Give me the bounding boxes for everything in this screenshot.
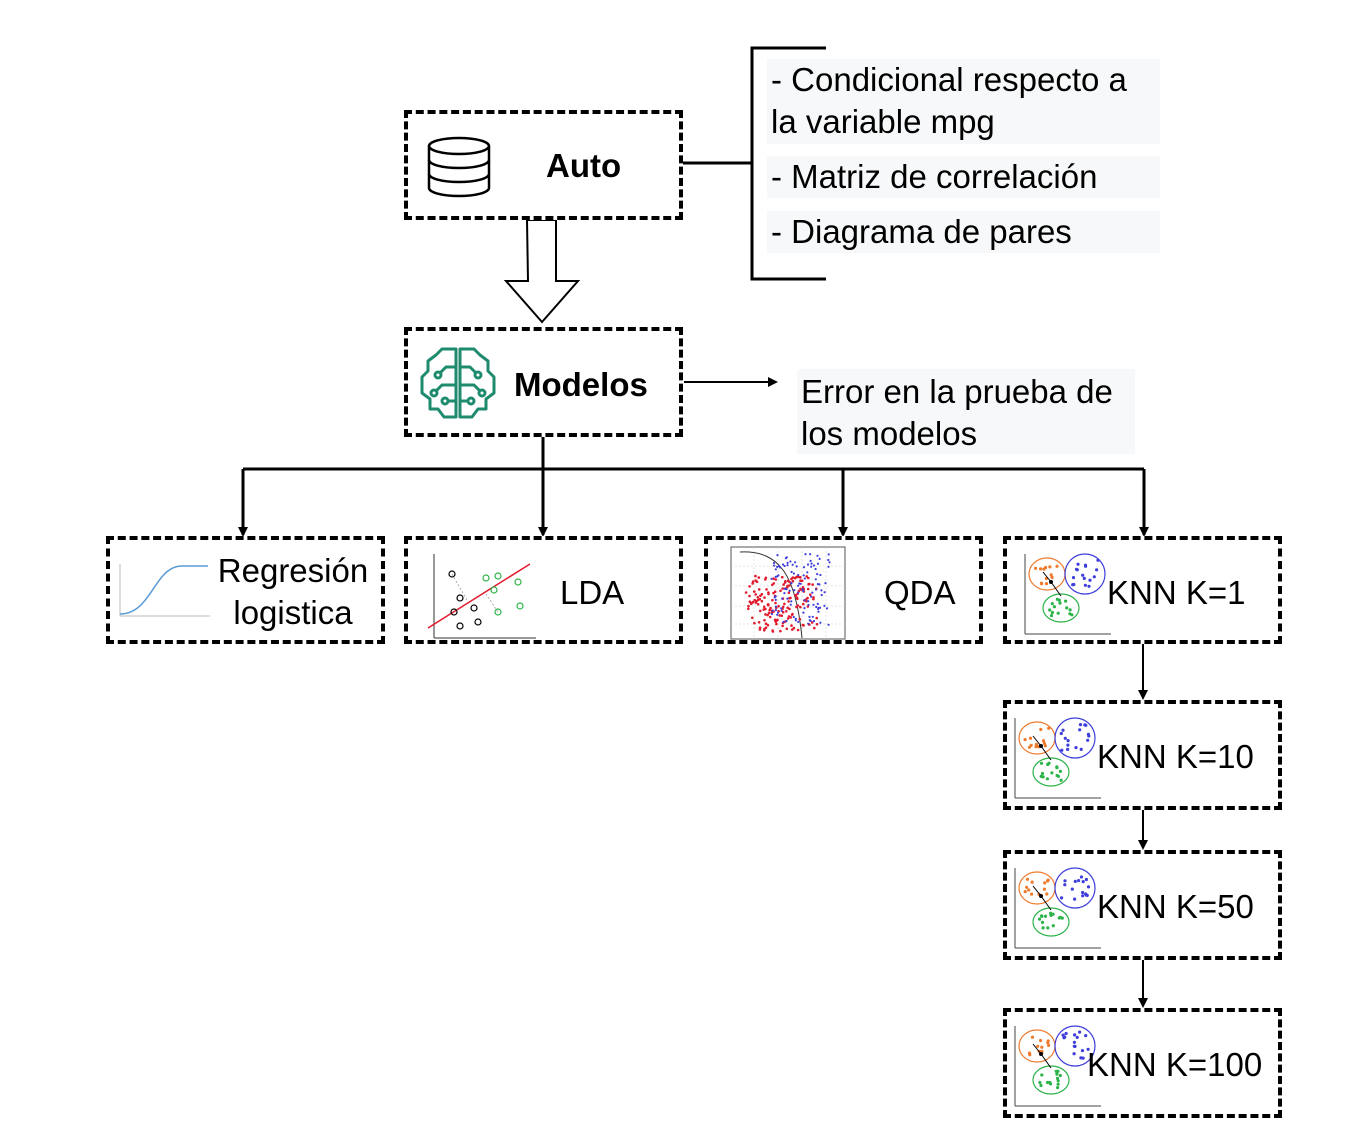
database-icon bbox=[427, 136, 491, 198]
brain-circuit-icon bbox=[420, 347, 496, 419]
auto-note-3: - Diagrama de pares bbox=[767, 211, 1160, 253]
auto-node: Auto bbox=[404, 110, 683, 220]
knn-cluster-icon bbox=[1024, 553, 1111, 635]
auto-bracket bbox=[682, 46, 826, 281]
model-node-knn50: KNN K=50 bbox=[1003, 850, 1282, 960]
qda-label: QDA bbox=[884, 574, 956, 611]
knn50-label: KNN K=50 bbox=[1097, 888, 1254, 925]
model-node-knn100: KNN K=100 bbox=[1003, 1008, 1282, 1118]
auto-note-1: - Condicional respecto a la variable mpg bbox=[767, 59, 1160, 144]
knn-cluster-icon bbox=[1014, 717, 1101, 799]
logistic-label: Regresión logistica bbox=[217, 552, 369, 631]
sigmoid-plot-icon bbox=[112, 560, 212, 622]
knn-cluster-icon bbox=[1014, 867, 1101, 949]
auto-note-2: - Matriz de correlación bbox=[767, 156, 1160, 198]
model-node-qda: QDA bbox=[704, 536, 983, 644]
knn100-label: KNN K=100 bbox=[1087, 1046, 1263, 1083]
error-note: Error en la prueba de los modelos bbox=[797, 369, 1135, 454]
model-node-logistic: Regresión logistica bbox=[106, 536, 385, 644]
lda-label: LDA bbox=[560, 574, 625, 611]
qda-scatter-icon bbox=[730, 546, 846, 640]
model-node-knn10: KNN K=10 bbox=[1003, 700, 1282, 810]
auto-label: Auto bbox=[546, 147, 622, 184]
model-tree bbox=[238, 437, 1149, 537]
hollow-down-arrow bbox=[503, 219, 581, 324]
lda-scatter-icon bbox=[427, 554, 536, 639]
modelos-node: Modelos bbox=[404, 327, 683, 437]
knn-cluster-icon bbox=[1014, 1025, 1101, 1107]
model-node-lda: LDA bbox=[404, 536, 683, 644]
knn1-label: KNN K=1 bbox=[1107, 574, 1246, 611]
model-node-knn1: KNN K=1 bbox=[1003, 536, 1282, 644]
knn10-label: KNN K=10 bbox=[1097, 738, 1254, 775]
modelos-label: Modelos bbox=[514, 366, 648, 403]
